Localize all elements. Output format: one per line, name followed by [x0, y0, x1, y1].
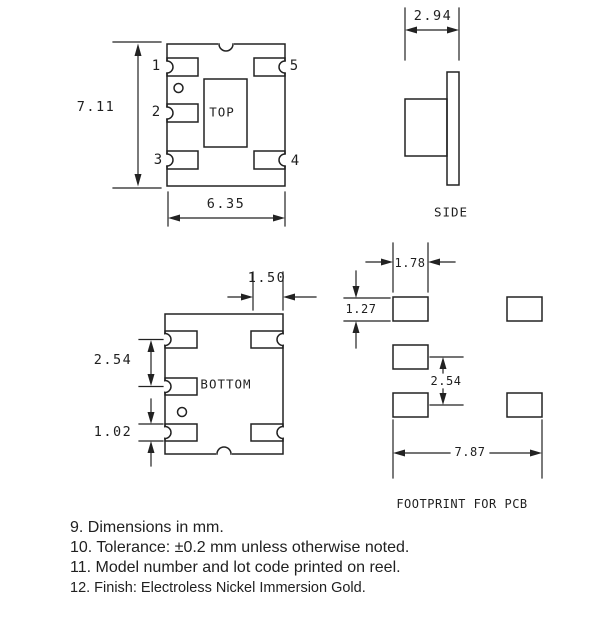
note-tolerance: 10. Tolerance: ±0.2 mm unless otherwise …: [70, 539, 410, 556]
arrow-down: [439, 393, 447, 405]
bottom-view-drawing: [162, 313, 286, 456]
dim-side-width: 2.94: [413, 8, 453, 24]
arrow-right: [381, 258, 393, 266]
footprint-span-dimension: [392, 419, 543, 479]
pin1-indicator-dot-bottom: [176, 406, 188, 418]
arrow-down: [134, 174, 142, 187]
footprint-pitch-dimension: [429, 356, 464, 406]
top-view-width-dimension: [167, 191, 286, 227]
dim-footprint-span: 7.87: [454, 445, 486, 459]
footprint-label: FOOTPRINT FOR PCB: [396, 497, 528, 511]
footprint-pad-3: [392, 392, 429, 418]
arrow-right: [447, 26, 459, 34]
bottom-view-pad-length-dimension: [227, 271, 317, 311]
top-view-label: TOP: [209, 104, 235, 120]
top-view-center-box: [203, 78, 248, 148]
arrow-up: [134, 43, 142, 56]
dim-footprint-pad-width: 1.78: [394, 256, 426, 270]
note-model-number: 11. Model number and lot code printed on…: [70, 559, 401, 576]
top-view-drawing: [164, 42, 288, 187]
dim-footprint-pitch: 2.54: [430, 374, 462, 388]
footprint-pad-4: [506, 392, 543, 418]
side-view-width-dimension: [404, 7, 460, 61]
side-view-label: SIDE: [433, 204, 469, 220]
top-view-top-notch: [218, 43, 234, 52]
bottom-view-pad-width-dimension: [138, 398, 164, 467]
pin-number-1: 1: [151, 58, 161, 74]
dim-bottom-pitch: 2.54: [93, 352, 133, 368]
footprint-pad-2: [392, 344, 429, 370]
arrow-right: [273, 214, 285, 222]
footprint-drawing: [392, 296, 543, 418]
arrow-up: [439, 357, 447, 369]
arrow-left: [168, 214, 180, 222]
footprint-pad-5: [506, 296, 543, 322]
dim-top-height: 7.11: [76, 99, 116, 115]
arrow-left: [405, 26, 417, 34]
bottom-view-label: BOTTOM: [200, 376, 252, 392]
side-view-drawing: [404, 71, 460, 186]
arrow-down: [147, 374, 155, 386]
top-view-height-dimension: [112, 41, 162, 189]
arrow-left: [393, 449, 405, 457]
arrow-left: [428, 258, 440, 266]
pin-number-5: 5: [289, 58, 299, 74]
footprint-pad-height-dimension: [343, 270, 391, 349]
arrow-right: [241, 293, 253, 301]
bottom-view-pitch-dimension: [138, 338, 164, 388]
pin1-indicator-dot: [173, 82, 184, 94]
arrow-down: [147, 412, 155, 424]
side-view-lead-outline: [404, 98, 448, 157]
arrow-left: [283, 293, 295, 301]
arrow-up: [147, 441, 155, 453]
note-dimensions: 9. Dimensions in mm.: [70, 519, 224, 536]
arrow-right: [530, 449, 542, 457]
footprint-pad-width-dimension: [365, 242, 456, 293]
arrow-up: [352, 321, 360, 333]
arrow-up: [147, 340, 155, 352]
dim-top-width: 6.35: [206, 196, 246, 212]
dim-bottom-pad-length: 1.50: [247, 270, 287, 286]
pin-number-4: 4: [290, 153, 300, 169]
dim-bottom-pad-width: 1.02: [93, 424, 133, 440]
bottom-view-bottom-notch: [216, 446, 232, 455]
note-finish: 12. Finish: Electroless Nickel Immersion…: [70, 580, 366, 596]
side-view-body-outline: [446, 71, 460, 186]
arrow-down: [352, 286, 360, 298]
footprint-pad-1: [392, 296, 429, 322]
pin-number-3: 3: [153, 152, 163, 168]
pin-number-2: 2: [151, 104, 161, 120]
dim-footprint-pad-height: 1.27: [345, 302, 377, 316]
